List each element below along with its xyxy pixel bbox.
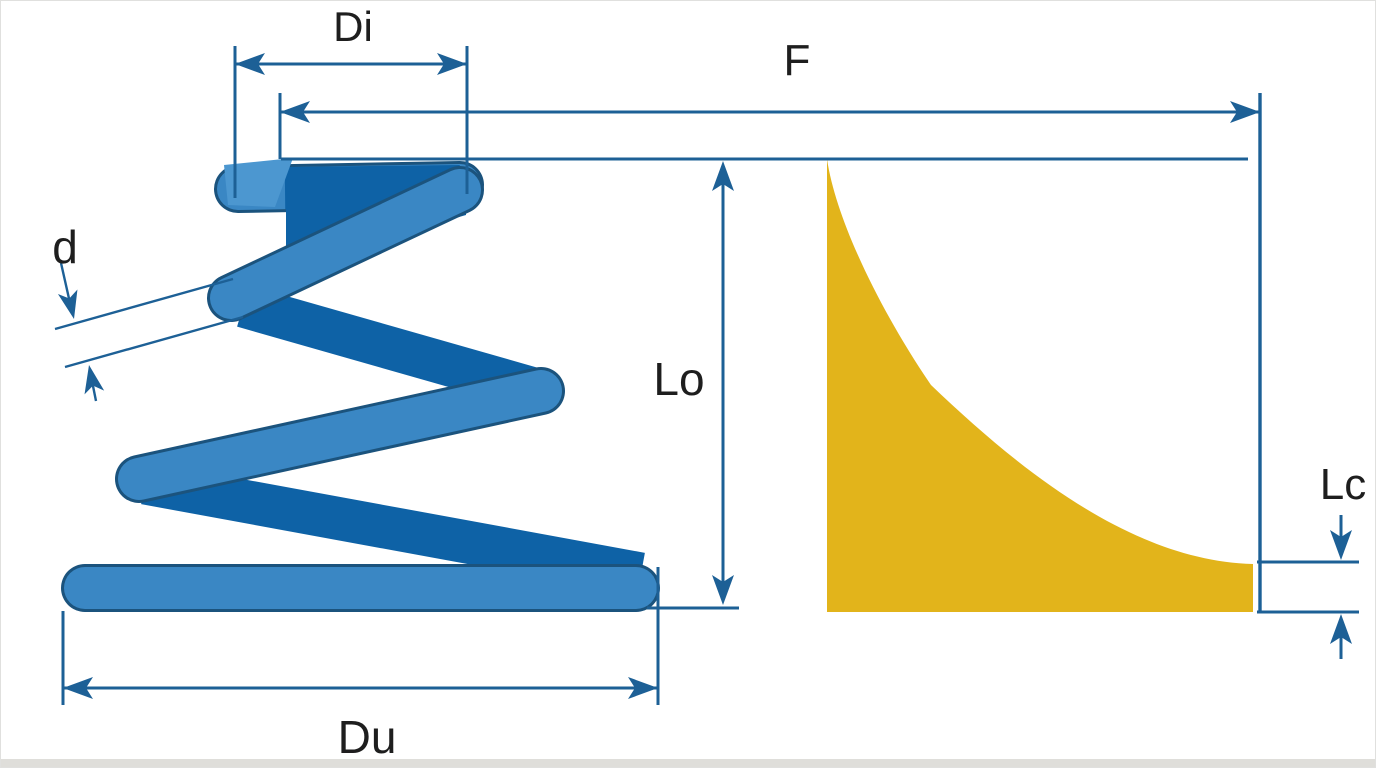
spring-illustration <box>61 158 660 612</box>
dimension-d: d <box>52 221 244 402</box>
coil-front-segment <box>118 370 562 500</box>
arrowhead-right <box>437 53 467 75</box>
arrowhead-up <box>84 365 105 395</box>
d-tangent-line-upper <box>54 277 234 331</box>
d-tangent-line-lower <box>64 315 244 369</box>
dimension-di: Di <box>233 3 469 198</box>
dimension-du: Du <box>61 567 660 763</box>
top-coil-highlight <box>224 158 293 207</box>
arrowhead-left <box>235 53 265 75</box>
label-du: Du <box>338 711 397 763</box>
d-arrow-line-upper <box>59 262 72 304</box>
label-lc: Lc <box>1320 460 1366 509</box>
coil-back-segment <box>141 461 645 596</box>
arrowhead-right <box>1230 101 1260 123</box>
dimension-f: F <box>278 36 1260 159</box>
arrowhead-left <box>280 101 310 123</box>
label-d: d <box>52 221 78 273</box>
arrowhead-down <box>712 575 734 605</box>
arrowhead-down <box>57 289 78 319</box>
arrowhead-up <box>1330 614 1352 644</box>
coil-front-segment <box>210 169 481 319</box>
force-deflection-area <box>827 159 1253 612</box>
dimension-lo: Lo <box>647 161 739 610</box>
coil-back-segment <box>237 285 540 410</box>
label-f: F <box>784 36 811 85</box>
dimension-lc: Lc <box>1257 460 1366 659</box>
arrowhead-down <box>1330 530 1352 560</box>
arrowhead-up <box>712 161 734 191</box>
arrowhead-left <box>63 677 93 699</box>
bottom-edge-strip <box>1 759 1375 767</box>
label-di: Di <box>333 3 373 50</box>
label-lo: Lo <box>653 353 704 405</box>
arrowhead-right <box>628 677 658 699</box>
